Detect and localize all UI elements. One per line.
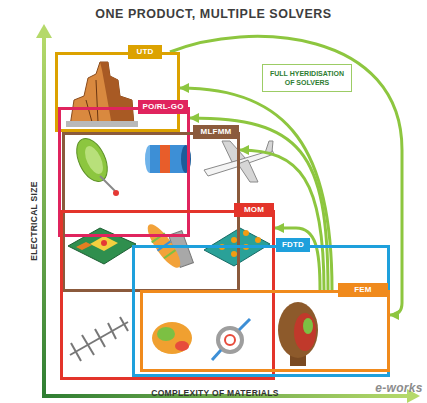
hybridisation-note: FULL HYERIDISATION OF SOLVERS	[262, 64, 352, 92]
utd-structure	[66, 62, 138, 127]
solver-tab: UTD	[128, 45, 162, 59]
hybrid-arrow	[180, 88, 332, 290]
cylinder-model-part	[160, 145, 170, 173]
head-model-part	[278, 302, 318, 358]
label-wrap: e-works	[374, 378, 424, 396]
ring-filter	[212, 319, 250, 360]
axes	[36, 24, 420, 403]
utd-structure-part	[86, 100, 92, 122]
pcb-model-part	[76, 242, 92, 250]
radiation-pattern-part	[152, 322, 192, 354]
hybrid-arrow	[190, 118, 328, 290]
diagram-title: ONE PRODUCT, MULTIPLE SOLVERS	[95, 7, 331, 21]
patch-array-part	[231, 237, 237, 243]
axes-part	[36, 24, 52, 38]
axes-part	[42, 36, 46, 398]
title-wrap: ONE PRODUCT, MULTIPLE SOLVERS	[0, 4, 427, 22]
yagi-antenna-part	[120, 317, 128, 331]
utd-region: UTD	[55, 52, 180, 132]
aircraft-model-part	[238, 160, 258, 182]
yagi-antenna-part	[70, 322, 128, 355]
pcb-model-part	[101, 240, 107, 246]
note-text: FULL HYERIDISATION OF SOLVERS	[267, 69, 347, 87]
utd-structure-part	[70, 62, 134, 126]
solver-tab: FDTD	[276, 238, 310, 252]
patch-array-part	[255, 237, 261, 243]
reflector-antenna-part	[100, 176, 115, 191]
rotor-model-part-part	[164, 250, 175, 258]
ring-filter-part	[218, 328, 242, 352]
radiation-pattern-part	[175, 341, 189, 351]
head-model	[278, 302, 318, 366]
head-model-part	[303, 318, 313, 334]
axis-title: ELECTRICAL SIZE	[29, 181, 39, 260]
yagi-antenna	[70, 317, 128, 361]
fem-region: FEM	[140, 290, 390, 372]
cylinder-model-part	[150, 145, 186, 173]
pcb-model-part	[90, 236, 118, 251]
solver-tab: MOM	[234, 203, 274, 217]
yagi-antenna-part	[108, 323, 116, 339]
patch-array-part	[231, 251, 237, 257]
axis-title: COMPLEXITY OF MATERIALS	[151, 388, 278, 398]
radiation-pattern-part	[157, 327, 175, 341]
utd-structure-part	[96, 80, 98, 122]
head-model-part	[294, 313, 316, 351]
reflector-antenna-part	[70, 134, 113, 187]
solver-tab: FEM	[338, 283, 388, 297]
pcb-model	[68, 228, 136, 264]
reflector-antenna-part	[113, 190, 119, 196]
ring-filter-part	[225, 335, 235, 345]
yagi-antenna-part	[82, 335, 94, 355]
utd-structure-part	[100, 62, 134, 126]
ring-filter-part	[212, 350, 221, 360]
pcb-model-part	[68, 228, 136, 264]
cylinder-model	[145, 145, 191, 173]
reflector-antenna	[70, 134, 119, 196]
hybrid-arrow	[275, 228, 320, 290]
radiation-pattern	[152, 322, 192, 354]
ring-filter-part	[239, 319, 250, 330]
reflector-antenna-part	[81, 143, 106, 176]
po-rl-go-region: PO/RL-GO	[58, 107, 190, 237]
patch-array-part	[243, 230, 249, 236]
yagi-antenna-part	[95, 329, 105, 347]
label-wrap: COMPLEXITY OF MATERIALS	[100, 382, 330, 400]
mom-region: MOM	[60, 210, 275, 380]
utd-structure-part	[66, 121, 138, 127]
hybrid-arrow	[240, 150, 324, 290]
yagi-antenna-part	[71, 343, 81, 361]
solver-tab: MLFMM	[193, 125, 239, 139]
hybrid-arrow	[170, 36, 402, 315]
watermark: e-works	[375, 381, 422, 395]
fdtd-region: FDTD	[132, 245, 390, 377]
solver-tab: PO/RL-GO	[138, 100, 188, 114]
